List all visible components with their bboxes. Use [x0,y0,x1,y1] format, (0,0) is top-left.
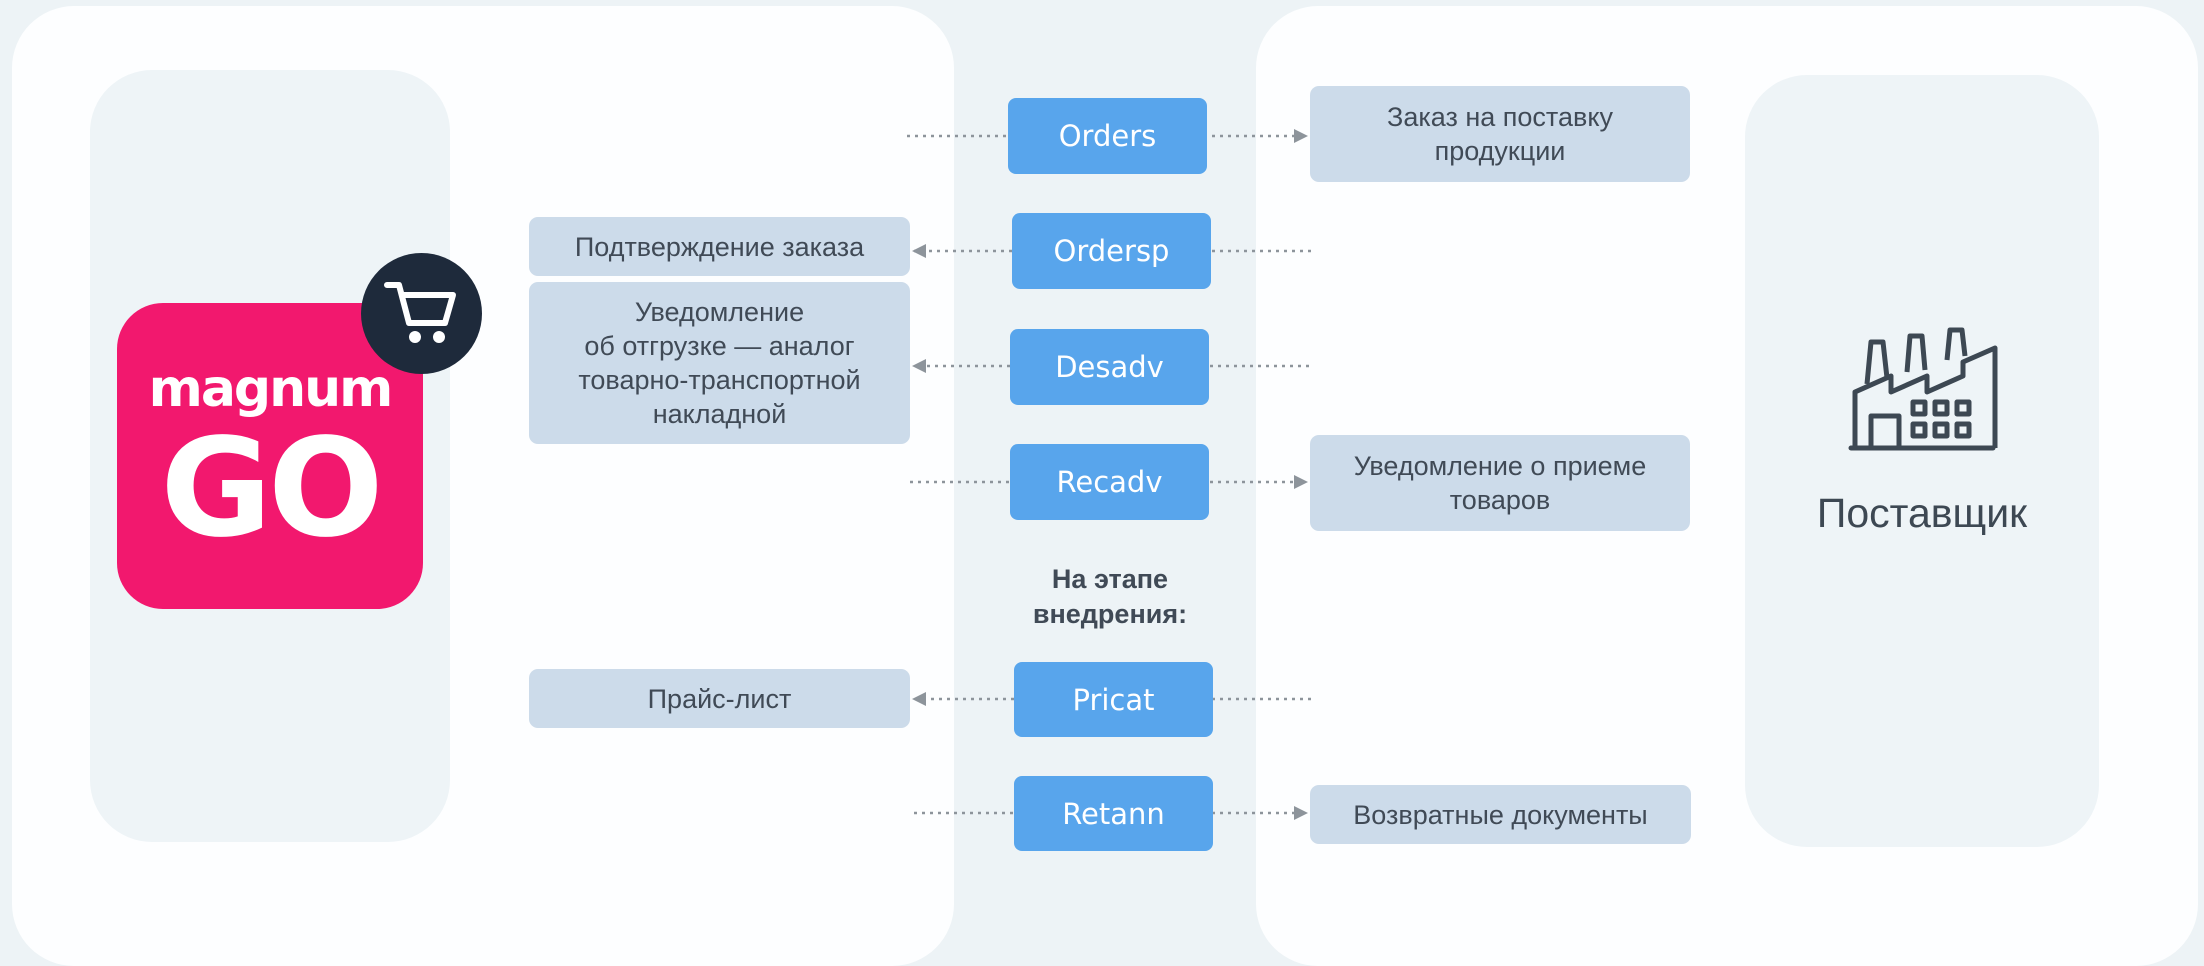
code-recadv: Recadv [1010,444,1209,520]
cart-badge [361,253,482,374]
factory-icon [1843,322,2001,459]
supplier-label: Поставщик [1816,490,2028,536]
code-ordersp: Ordersp [1012,213,1211,289]
supplier-card [1745,75,2099,847]
code-pricat: Pricat [1014,662,1213,737]
doc-retann: Возвратные документы [1310,785,1691,844]
code-orders: Orders [1008,98,1207,174]
doc-ordersp: Подтверждение заказа [529,217,910,276]
doc-desadv: Уведомление об отгрузке — аналог товарно… [529,282,910,444]
logo-product-text: GO [160,410,383,568]
implementation-stage-label: На этапе внедрения: [1032,564,1188,629]
connector-lines [907,129,1312,820]
magnum-go-logo: magnum GO [117,303,423,609]
code-desadv: Desadv [1010,329,1209,405]
code-retann: Retann [1014,776,1213,851]
doc-orders: Заказ на поставку продукции [1310,86,1690,182]
doc-recadv: Уведомление о приеме товаров [1310,435,1690,531]
doc-pricat: Прайс-лист [529,669,910,728]
logo-brand-text: magnum [148,359,394,419]
message-codes: Orders Ordersp Desadv Recadv Pricat Reta… [1008,98,1213,851]
